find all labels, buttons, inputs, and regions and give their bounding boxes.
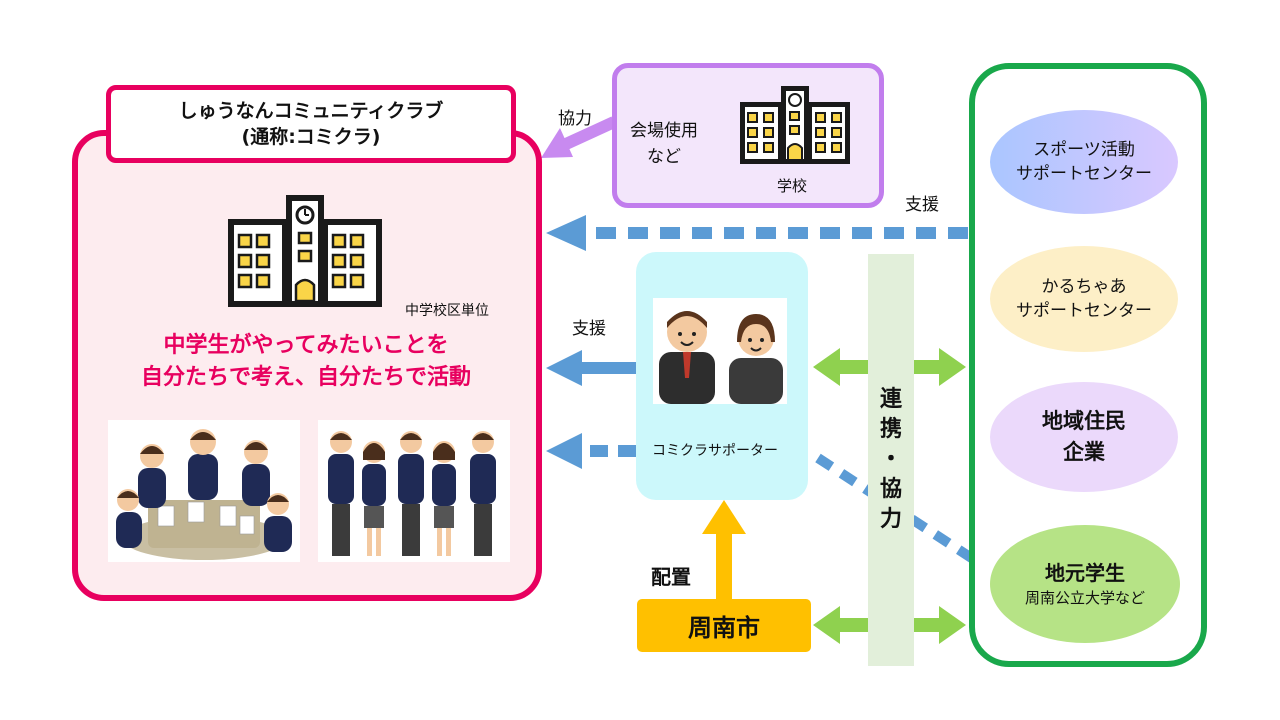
partner-line1: 地域住民 xyxy=(1042,409,1126,433)
city-box: 周南市 xyxy=(637,599,811,652)
arrow-support-top xyxy=(546,215,968,251)
cooperation-char: 連 xyxy=(879,387,902,412)
unit-label: 中学校区単位 xyxy=(405,303,489,319)
arrow-school-to-club xyxy=(541,116,617,158)
club-message: 中学生がやってみたいことを 自分たちで考え、自分たちで活動 xyxy=(96,330,516,394)
partner-sports-center: スポーツ活動 サポートセンター xyxy=(990,110,1178,214)
school-venue-text: 会場使用 など xyxy=(630,118,698,170)
cooperation-char: ・ xyxy=(879,447,902,472)
club-message-line2: 自分たちで考え、自分たちで活動 xyxy=(140,365,471,390)
arrow-support-solid xyxy=(546,350,636,386)
arrow-support-dashed xyxy=(546,433,636,469)
partner-line1: スポーツ活動 xyxy=(1033,140,1135,160)
partner-culture-center: かるちゃあ サポートセンター xyxy=(990,246,1178,352)
support-top-label: 支援 xyxy=(905,195,939,215)
kyoryoku-label: 協力 xyxy=(558,109,592,129)
partner-line2: 周南公立大学など xyxy=(1024,589,1145,607)
school-venue-line1: 会場使用 xyxy=(630,121,698,141)
arrow-link-upper xyxy=(813,348,966,386)
partner-line2: サポートセンター xyxy=(1016,164,1152,184)
club-message-line1: 中学生がやってみたいことを xyxy=(163,333,449,358)
partner-line1: 地元学生 xyxy=(1045,561,1125,585)
support-mid-label: 支援 xyxy=(572,319,606,339)
cooperation-char: 携 xyxy=(879,417,902,442)
students-walking-illustration xyxy=(318,420,510,562)
partner-line2: 企業 xyxy=(1063,440,1105,464)
arrow-city-to-supporter xyxy=(702,500,746,600)
supporters-illustration xyxy=(653,298,787,404)
club-title-line1: しゅうなんコミュニティクラブ xyxy=(178,100,444,122)
club-title-line2: (通称:コミクラ) xyxy=(241,126,381,148)
club-title: しゅうなんコミュニティクラブ (通称:コミクラ) xyxy=(106,85,516,163)
school-label: 学校 xyxy=(777,177,808,195)
partner-residents-companies: 地域住民 企業 xyxy=(990,382,1178,492)
partner-local-students: 地元学生 周南公立大学など xyxy=(990,525,1180,643)
students-meeting-illustration xyxy=(108,420,300,562)
arrow-link-lower xyxy=(813,606,966,644)
supporter-label: コミクラサポーター xyxy=(652,443,778,459)
school-building-icon xyxy=(228,195,382,307)
partner-line1: かるちゃあ xyxy=(1041,277,1127,297)
school-icon xyxy=(740,86,850,164)
cooperation-char: 協 xyxy=(879,477,902,502)
partner-line2: サポートセンター xyxy=(1016,301,1152,321)
school-venue-line2: など xyxy=(647,147,681,167)
city-label: 周南市 xyxy=(688,614,760,642)
cooperation-char: 力 xyxy=(879,507,902,532)
link-supporter-students xyxy=(815,453,999,579)
haichi-label: 配置 xyxy=(651,565,691,589)
cooperation-bar: 連 携 ・ 協 力 xyxy=(868,254,914,666)
